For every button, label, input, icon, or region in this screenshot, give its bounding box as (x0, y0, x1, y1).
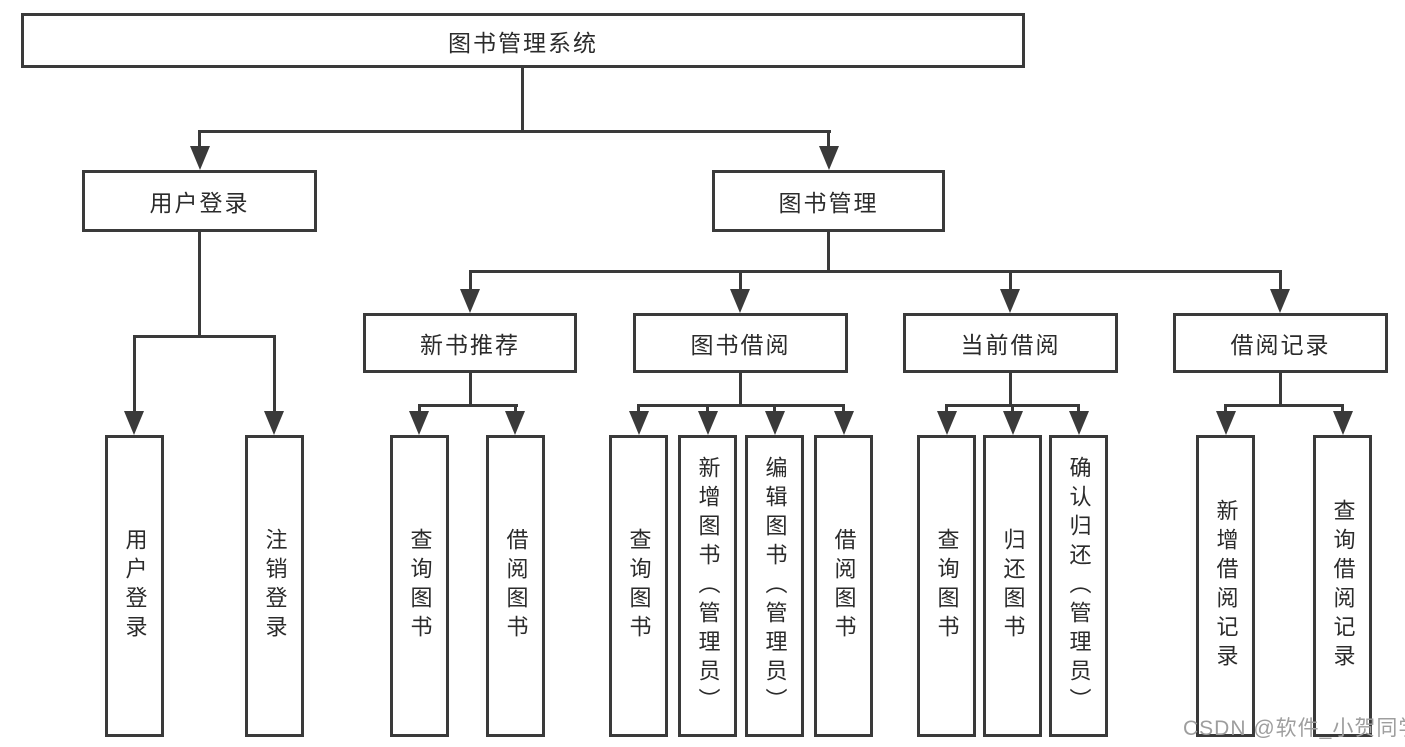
leaf-edit-book-admin-label: 编辑图书（管理员） (762, 455, 788, 717)
node-book-management: 图书管理 (712, 170, 945, 232)
connector-drop (514, 406, 517, 415)
leaf-user-login-label: 用户登录 (122, 528, 148, 644)
node-new-book-recommend: 新书推荐 (363, 313, 577, 373)
connector-drop (418, 406, 421, 415)
connector-user-login-rail (133, 335, 276, 338)
arrow-down-icon (505, 411, 525, 435)
leaf-return-books-label: 归还图书 (1000, 528, 1026, 644)
node-new-book-recommend-label: 新书推荐 (420, 332, 520, 358)
arrow-down-icon (819, 146, 839, 170)
arrow-down-icon (1000, 289, 1020, 313)
arrow-down-icon (629, 411, 649, 435)
node-root-label: 图书管理系统 (448, 29, 598, 56)
node-user-login: 用户登录 (82, 170, 317, 232)
connector-drop (842, 406, 845, 415)
connector-stem (469, 373, 472, 406)
connector-drop (637, 406, 640, 415)
connector-root-stem (521, 68, 524, 133)
connector-drop (469, 272, 472, 291)
node-book-borrowing-label: 图书借阅 (690, 332, 791, 358)
arrow-down-icon (698, 411, 718, 435)
connector-rail (945, 404, 1080, 407)
arrow-down-icon (937, 411, 957, 435)
arrow-down-icon (124, 411, 144, 435)
node-current-borrowing: 当前借阅 (903, 313, 1118, 373)
node-borrowing-records-label: 借阅记录 (1230, 332, 1331, 358)
leaf-add-book-admin: 新增图书（管理员） (678, 435, 737, 737)
leaf-add-book-admin-label: 新增图书（管理员） (695, 455, 721, 717)
arrow-down-icon (409, 411, 429, 435)
arrow-down-icon (264, 411, 284, 435)
arrow-down-icon (1069, 411, 1089, 435)
connector-drop (1279, 272, 1282, 291)
connector-user-login-stem (198, 232, 201, 335)
leaf-borrow-books-borrowing: 借阅图书 (814, 435, 873, 737)
leaf-query-books-current: 查询图书 (917, 435, 976, 737)
arrow-down-icon (460, 289, 480, 313)
connector-drop (1009, 272, 1012, 291)
arrow-down-icon (730, 289, 750, 313)
leaf-query-borrow-record-label: 查询借阅记录 (1330, 499, 1356, 673)
leaf-query-books-borrowing: 查询图书 (609, 435, 668, 737)
connector-drop (1341, 406, 1344, 415)
leaf-logout-label: 注销登录 (262, 528, 288, 644)
leaf-query-books-recommend-label: 查询图书 (407, 528, 433, 644)
connector-stem (739, 373, 742, 406)
leaf-borrow-books-recommend-label: 借阅图书 (503, 528, 529, 644)
connector-root-rail (198, 130, 831, 133)
connector-drop (1224, 406, 1227, 415)
node-user-login-label: 用户登录 (149, 190, 250, 216)
leaf-query-borrow-record: 查询借阅记录 (1313, 435, 1372, 737)
connector-rail (1224, 404, 1344, 407)
leaf-query-books-borrowing-label: 查询图书 (626, 528, 652, 644)
arrow-down-icon (190, 146, 210, 170)
leaf-borrow-books-recommend: 借阅图书 (486, 435, 545, 737)
connector-stem (1279, 373, 1282, 406)
leaf-confirm-return-admin: 确认归还（管理员） (1049, 435, 1108, 737)
leaf-return-books: 归还图书 (983, 435, 1042, 737)
leaf-user-login: 用户登录 (105, 435, 164, 737)
connector-drop (1011, 406, 1014, 415)
leaf-query-books-current-label: 查询图书 (934, 528, 960, 644)
watermark-text: CSDN @软件_小贺同学 (1183, 717, 1405, 740)
connector-stem (1009, 373, 1012, 406)
leaf-add-borrow-record-label: 新增借阅记录 (1213, 499, 1239, 673)
leaf-confirm-return-admin-label: 确认归还（管理员） (1066, 455, 1092, 717)
connector-book-mgmt-stem (827, 232, 830, 272)
connector-drop (1077, 406, 1080, 415)
node-book-management-label: 图书管理 (778, 190, 879, 216)
node-book-borrowing: 图书借阅 (633, 313, 848, 373)
leaf-query-books-recommend: 查询图书 (390, 435, 449, 737)
connector-drop (739, 272, 742, 291)
arrow-down-icon (765, 411, 785, 435)
connector-drop (133, 335, 136, 415)
node-current-borrowing-label: 当前借阅 (960, 332, 1061, 358)
connector-drop (827, 130, 830, 150)
arrow-down-icon (834, 411, 854, 435)
connector-rail (637, 404, 845, 407)
leaf-edit-book-admin: 编辑图书（管理员） (745, 435, 804, 737)
leaf-logout: 注销登录 (245, 435, 304, 737)
connector-drop (198, 130, 201, 150)
connector-drop (273, 335, 276, 415)
node-root: 图书管理系统 (21, 13, 1025, 68)
arrow-down-icon (1216, 411, 1236, 435)
arrow-down-icon (1270, 289, 1290, 313)
leaf-add-borrow-record: 新增借阅记录 (1196, 435, 1255, 737)
connector-drop (773, 406, 776, 415)
connector-drop (706, 406, 709, 415)
connector-book-mgmt-rail (469, 270, 1282, 273)
connector-drop (945, 406, 948, 415)
node-borrowing-records: 借阅记录 (1173, 313, 1388, 373)
arrow-down-icon (1333, 411, 1353, 435)
leaf-borrow-books-borrowing-label: 借阅图书 (831, 528, 857, 644)
arrow-down-icon (1003, 411, 1023, 435)
connector-rail (418, 404, 518, 407)
